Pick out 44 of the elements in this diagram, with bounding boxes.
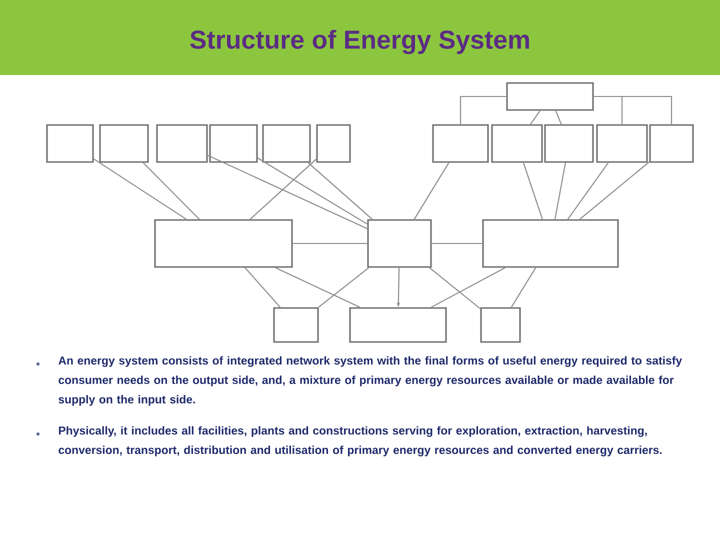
connector-line [429, 267, 481, 310]
bullet-text: An energy system consists of integrated network system with the final forms of useful energy required to satisfy consumer needs on the output side, and, a mixture of primary energy resources available or made available for supply on the input side. [58, 356, 682, 406]
connector-line [94, 158, 187, 220]
diagram-box [209, 124, 258, 163]
diagram-box [273, 307, 319, 343]
diagram-box [262, 124, 311, 163]
connector-line [510, 268, 536, 308]
connector-line [250, 158, 317, 220]
connector-line [580, 161, 650, 220]
connector-line [142, 162, 200, 220]
connector-line [431, 267, 506, 308]
diagram-box [154, 219, 293, 268]
connector-line [554, 162, 566, 220]
diagram-box [46, 124, 94, 163]
connector-line [292, 242, 368, 244]
connector-line [275, 267, 360, 308]
diagram-box [649, 124, 694, 163]
connector-line [432, 242, 482, 244]
connector-line [522, 162, 543, 220]
connector-line [208, 154, 368, 230]
diagram-box [156, 124, 208, 163]
connector-line [258, 158, 368, 225]
connector-line [244, 267, 281, 308]
diagram-box [349, 307, 447, 343]
diagram-box [482, 219, 619, 268]
title-band: Structure of Energy System [0, 0, 720, 75]
diagram-box [367, 219, 432, 268]
diagram-box [432, 124, 489, 163]
connector-line [414, 162, 450, 220]
diagram-box [99, 124, 149, 163]
connector-line [555, 110, 562, 124]
bullet-text: Physically, it includes all facilities, plants and constructions serving for exploration, extraction, harvesting, conversion, transport, distribution and utilisation of primary energy resources and converted energy carriers. [58, 426, 662, 456]
connector-line [594, 96, 672, 124]
connector-line [567, 162, 609, 220]
connector-line [318, 267, 370, 308]
connector-line [308, 162, 372, 220]
connector-line [460, 96, 506, 124]
diagram-box [596, 124, 648, 163]
diagram-box [480, 307, 521, 343]
diagram-box [316, 124, 351, 163]
connector-line [530, 110, 540, 125]
diagram-box [544, 124, 594, 163]
diagram-box [506, 82, 594, 111]
diagram-box [491, 124, 543, 163]
